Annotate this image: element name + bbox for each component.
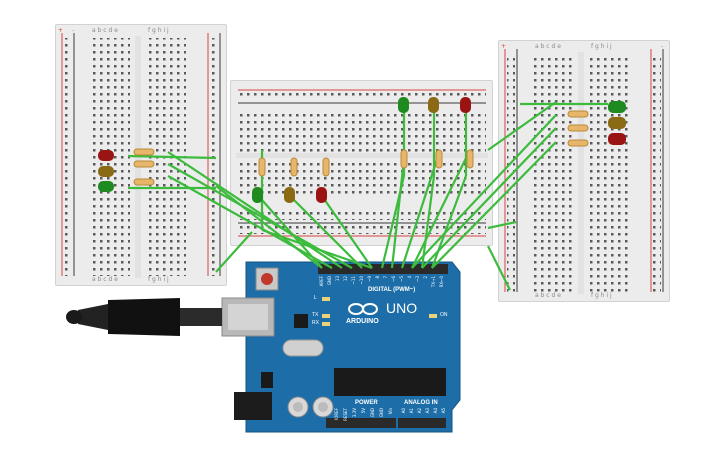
breadboard-center-holes xyxy=(236,89,488,237)
pin-label: 7 xyxy=(383,276,388,279)
bb-right-minus: - xyxy=(661,43,664,50)
bb-right-cols-label-bottom: a b c d e xyxy=(535,292,561,299)
usb-cable xyxy=(66,298,222,336)
bb-right-cols-label-bottom-right: f g h i j xyxy=(591,292,612,299)
pin-label: A4 xyxy=(433,408,438,414)
bb-left-plus: + xyxy=(58,27,64,34)
pin-label: ~11 xyxy=(351,276,356,285)
pin-label: 2 xyxy=(423,276,428,279)
on-label: ON xyxy=(440,312,448,318)
pin-label: A0 xyxy=(401,408,406,414)
pin-label: 8 xyxy=(375,276,380,279)
pin-label: 13 xyxy=(335,276,340,282)
bb-left-cols-label-right: f g h i j xyxy=(148,27,169,34)
bb-left-cols-label: a b c d e xyxy=(92,27,118,34)
pin-label: RX←0 xyxy=(439,276,444,288)
pin-label: GND xyxy=(379,408,384,418)
pin-label: ~6 xyxy=(391,276,396,282)
arduino-model: UNO xyxy=(386,300,418,316)
bb-left-cols-label-bottom: a b c d e xyxy=(92,276,118,283)
pin-label: 3.3V xyxy=(352,408,357,418)
pin-label: ~9 xyxy=(367,276,372,282)
bb-right-cols-label-right: f g h i j xyxy=(591,43,612,50)
tx-label: TX xyxy=(312,312,319,318)
bb-left-minus: - xyxy=(72,27,75,34)
bb-left-cols-label-bottom-right: f g h i j xyxy=(148,276,169,283)
power-label: POWER xyxy=(355,400,378,406)
pin-label: A1 xyxy=(409,408,414,414)
rx-label: RX xyxy=(312,320,319,326)
breadboard-right-holes xyxy=(504,49,664,294)
pin-label: TX→1 xyxy=(431,276,436,288)
pin-label: RESET xyxy=(343,408,348,421)
arduino-board[interactable] xyxy=(221,261,461,433)
pin-label: 12 xyxy=(343,276,348,282)
l-label: L xyxy=(314,295,317,301)
digital-label: DIGITAL (PWM~) xyxy=(368,287,416,293)
bb-right-plus: + xyxy=(501,43,507,50)
pin-label: IOREF xyxy=(334,408,339,420)
wires xyxy=(127,101,608,291)
pin-label: ~10 xyxy=(359,276,364,285)
pin-label: 5V xyxy=(361,408,366,414)
pin-label: GND xyxy=(327,276,332,286)
pin-label: A3 xyxy=(425,408,430,414)
pin-label: 4 xyxy=(407,276,412,279)
pin-label: Vin xyxy=(388,408,393,415)
pin-label: GND xyxy=(370,408,375,418)
leds[interactable] xyxy=(98,97,626,203)
pin-label: A2 xyxy=(417,408,422,414)
pin-label: ~5 xyxy=(399,276,404,282)
power-pin-labels: IOREF RESET 3.3V 5V GND GND Vin xyxy=(334,408,396,421)
resistors xyxy=(133,110,589,186)
pin-label: A5 xyxy=(441,408,446,414)
pin-label: AREF xyxy=(319,276,324,287)
pin-label: ~3 xyxy=(415,276,420,282)
arduino-brand: ARDUINO xyxy=(346,318,379,325)
bb-right-cols-label: a b c d e xyxy=(535,43,561,50)
analog-label: ANALOG IN xyxy=(404,400,438,406)
